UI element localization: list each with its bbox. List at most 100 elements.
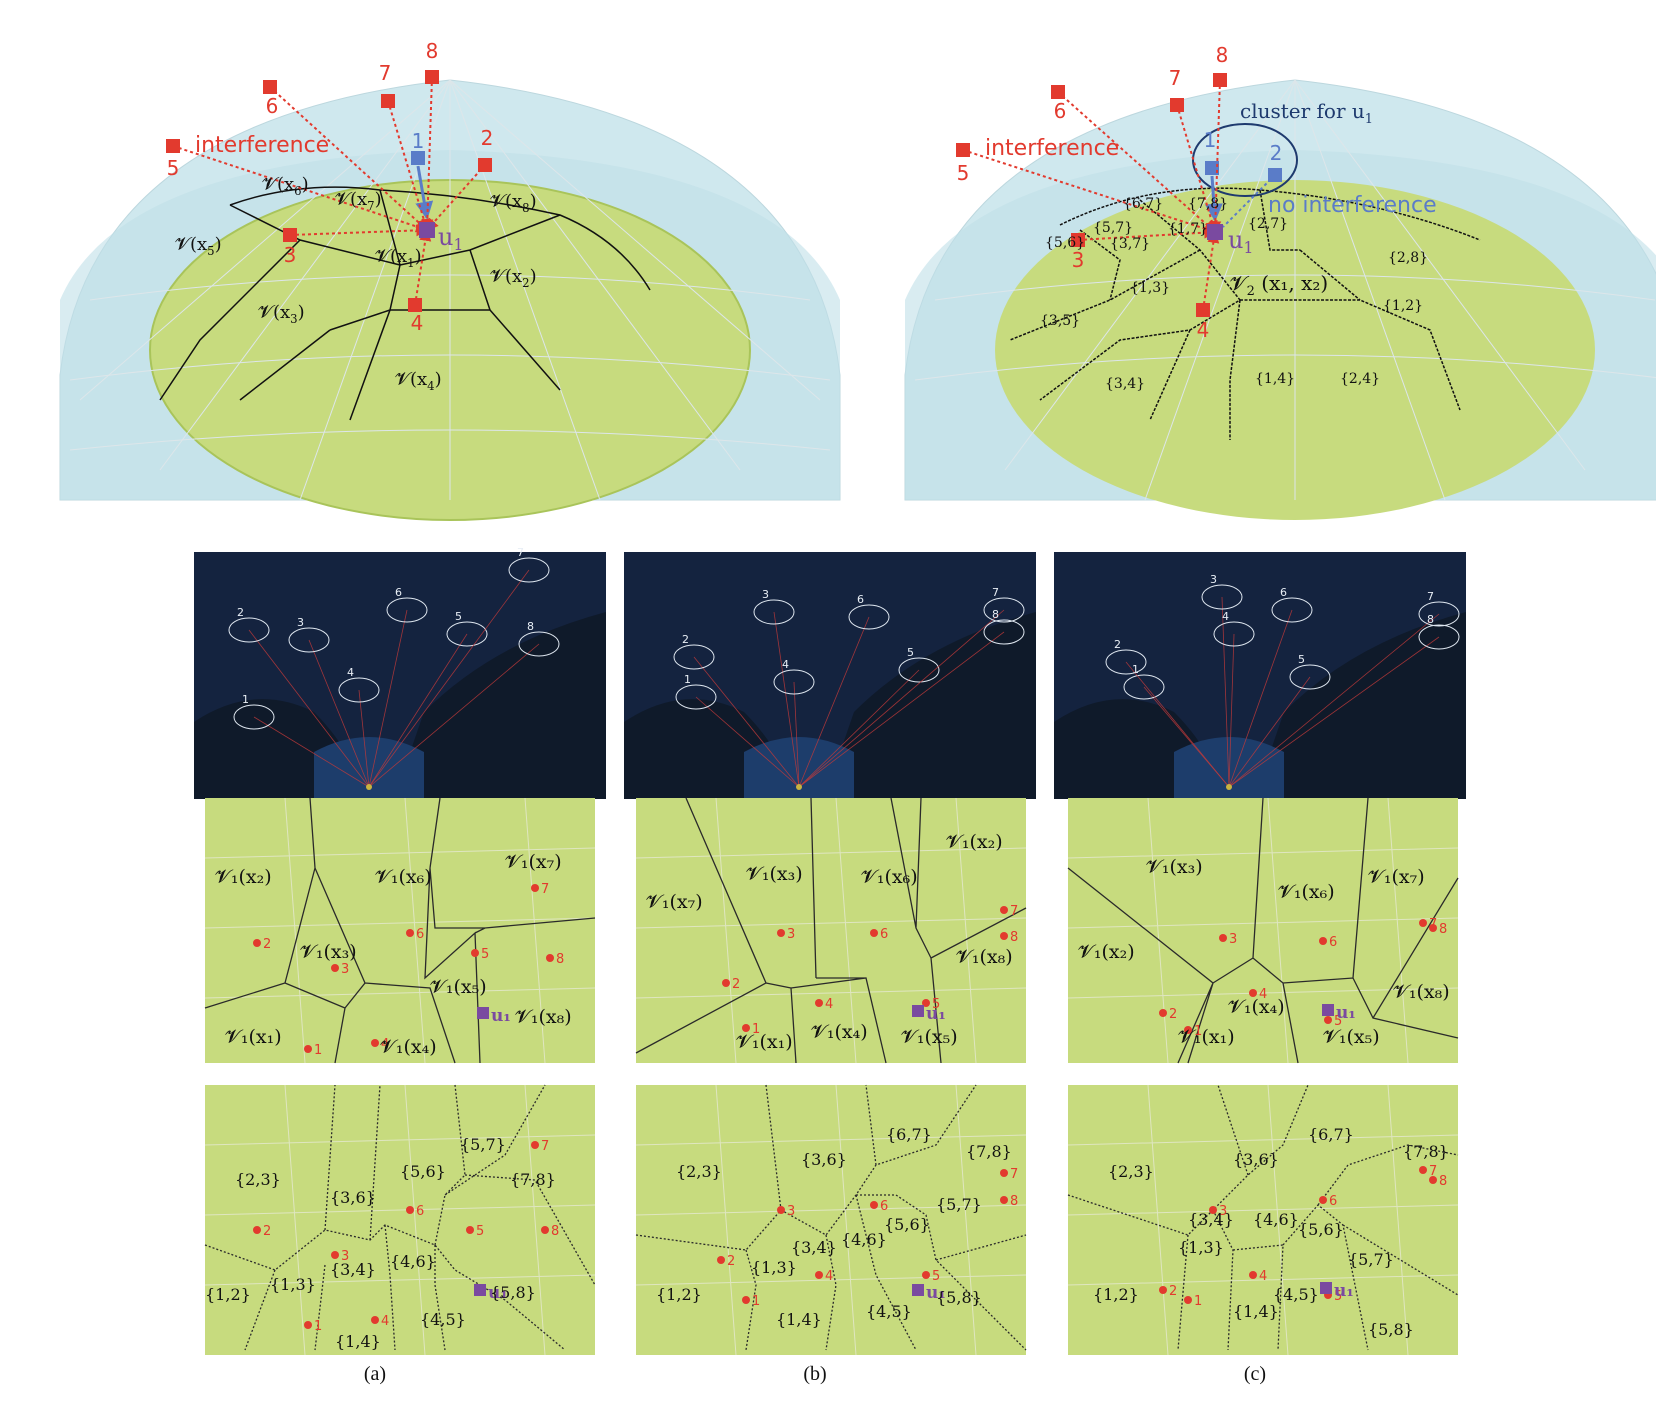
map-satellite-ring [1289, 664, 1331, 690]
interference-link [1202, 230, 1220, 311]
pair-cell-label: {1,2} [205, 1285, 251, 1304]
satellite-point-label: 4 [825, 1269, 833, 1284]
map-link [253, 716, 370, 788]
satellite-point-label: 2 [263, 1224, 271, 1239]
satellite-point-label: 1 [314, 1043, 322, 1058]
satellite-label: 7 [1169, 66, 1182, 90]
voronoi-edge [204, 797, 596, 1064]
panel-grid [204, 797, 596, 1064]
satellite-marker [411, 151, 425, 165]
satellite-point [304, 1045, 312, 1053]
voronoi-cell-label: 𝓥₁(x₁) [225, 1026, 282, 1048]
map-satellite-ring [1213, 621, 1255, 647]
satellite-point [253, 939, 261, 947]
voronoi-cell-label: 𝓥₁(x₇) [1368, 866, 1425, 888]
map-satellite-label: 1 [242, 693, 249, 706]
satellite-point [870, 1201, 878, 1209]
panel-background [636, 1085, 1026, 1355]
satellite-point-label: 6 [1329, 1194, 1337, 1209]
dome-grid [69, 79, 831, 501]
map-satellite-label: 2 [682, 633, 689, 646]
satellite-point [717, 1256, 725, 1264]
pair-cell-label: {5,8} [1368, 1320, 1414, 1339]
satellite-point [406, 1206, 414, 1214]
satellite-point [742, 1024, 750, 1032]
satellite-label: 3 [1072, 248, 1085, 272]
map-satellite-label: 6 [395, 586, 402, 599]
pair-cell-label: {5,7} [460, 1135, 506, 1154]
user-label: u₁ [1336, 1003, 1356, 1023]
pair-cell-label: {1,4} [335, 1332, 381, 1351]
interference-link [172, 145, 429, 233]
panel-grid [1067, 1084, 1459, 1356]
interference-link [421, 76, 434, 232]
interference-link [387, 100, 430, 232]
panel-grid [204, 1084, 596, 1356]
voronoi-cell-label: 𝓥(x1) [375, 246, 422, 270]
map-link [1228, 633, 1235, 788]
satellite-label: 5 [957, 161, 970, 185]
grid-line [204, 917, 596, 929]
voronoi-cell-label: 𝓥₁(x₆) [1278, 881, 1335, 903]
satellite-point [331, 964, 339, 972]
voronoi-cell-label: 𝓥₁(x₇) [505, 851, 562, 873]
satellite-point [1249, 989, 1257, 997]
user-label: u₁ [488, 1283, 508, 1303]
satellite-marker [166, 139, 180, 153]
satellite-marker [381, 94, 395, 108]
satellite-point-label: 6 [1329, 935, 1337, 950]
satellite-point [331, 1251, 339, 1259]
grid-line [635, 1134, 1027, 1146]
interference-label: interference [195, 133, 329, 158]
satellite-point-label: 5 [1334, 1014, 1342, 1029]
voronoi2-panel: 12345678u₁{5,7}{2,3}{5,6}{7,8}{3,6}{1,3}… [204, 1084, 596, 1356]
satellite-point-label: 5 [932, 1269, 940, 1284]
map-satellite-label: 6 [1280, 586, 1287, 599]
voronoi-cell-label: 𝓥₁(x₄) [811, 1021, 868, 1043]
pair-cell-label: {1,2} [1383, 298, 1423, 314]
pair-cell-label: {1,4} [1233, 1302, 1279, 1321]
dome-grid [914, 79, 1656, 501]
voronoi-cell-label: 𝓥₁(x₁) [1178, 1026, 1235, 1048]
map-satellite-label: 7 [992, 586, 999, 599]
voronoi-cell-label: 𝓥(x5) [175, 234, 222, 258]
satellite-point [777, 1206, 785, 1214]
serving-link [1204, 175, 1223, 222]
satellite-point-label: 8 [556, 952, 564, 967]
satellite-label: 7 [379, 61, 392, 85]
grid-line [635, 847, 1027, 859]
map-satellite-ring [673, 644, 715, 670]
satellite-point [1429, 1176, 1437, 1184]
map-link [358, 689, 370, 788]
satellite-marker [283, 228, 297, 242]
map-link [793, 681, 800, 788]
map-satellite-ring [1271, 597, 1313, 623]
pair-cell-label: {2,3} [676, 1162, 722, 1181]
satellite-point-label: 7 [1010, 1167, 1018, 1182]
cluster-label: cluster for u1 [1240, 99, 1373, 127]
map-link [798, 631, 1005, 788]
satellite-marker [1213, 73, 1227, 87]
satellite-marker [408, 298, 422, 312]
satellite-point [815, 1271, 823, 1279]
grid-line [1267, 797, 1289, 1064]
interference-label: interference [985, 136, 1119, 161]
map-satellite-label: 4 [347, 666, 354, 679]
satellite-point-label: 5 [1334, 1289, 1342, 1304]
map-satellite-label: 5 [1298, 653, 1305, 666]
satellite-point-label: 3 [1229, 932, 1237, 947]
satellite-marker [1196, 303, 1210, 317]
cluster-circle [1192, 123, 1298, 197]
pair-cell-label: {7,8} [966, 1142, 1012, 1161]
map-link [693, 656, 800, 788]
pair-cell-label: {2,3} [235, 1170, 281, 1189]
map-link [798, 669, 920, 788]
grid-line [524, 1084, 546, 1356]
grid-line [204, 1134, 596, 1146]
map-satellite-label: 6 [857, 593, 864, 606]
pair-cell-label: {5,8} [490, 1283, 536, 1302]
pair-cell-label: {7,8} [1403, 1142, 1449, 1161]
pair-cell-label: {3,5} [1040, 313, 1080, 329]
